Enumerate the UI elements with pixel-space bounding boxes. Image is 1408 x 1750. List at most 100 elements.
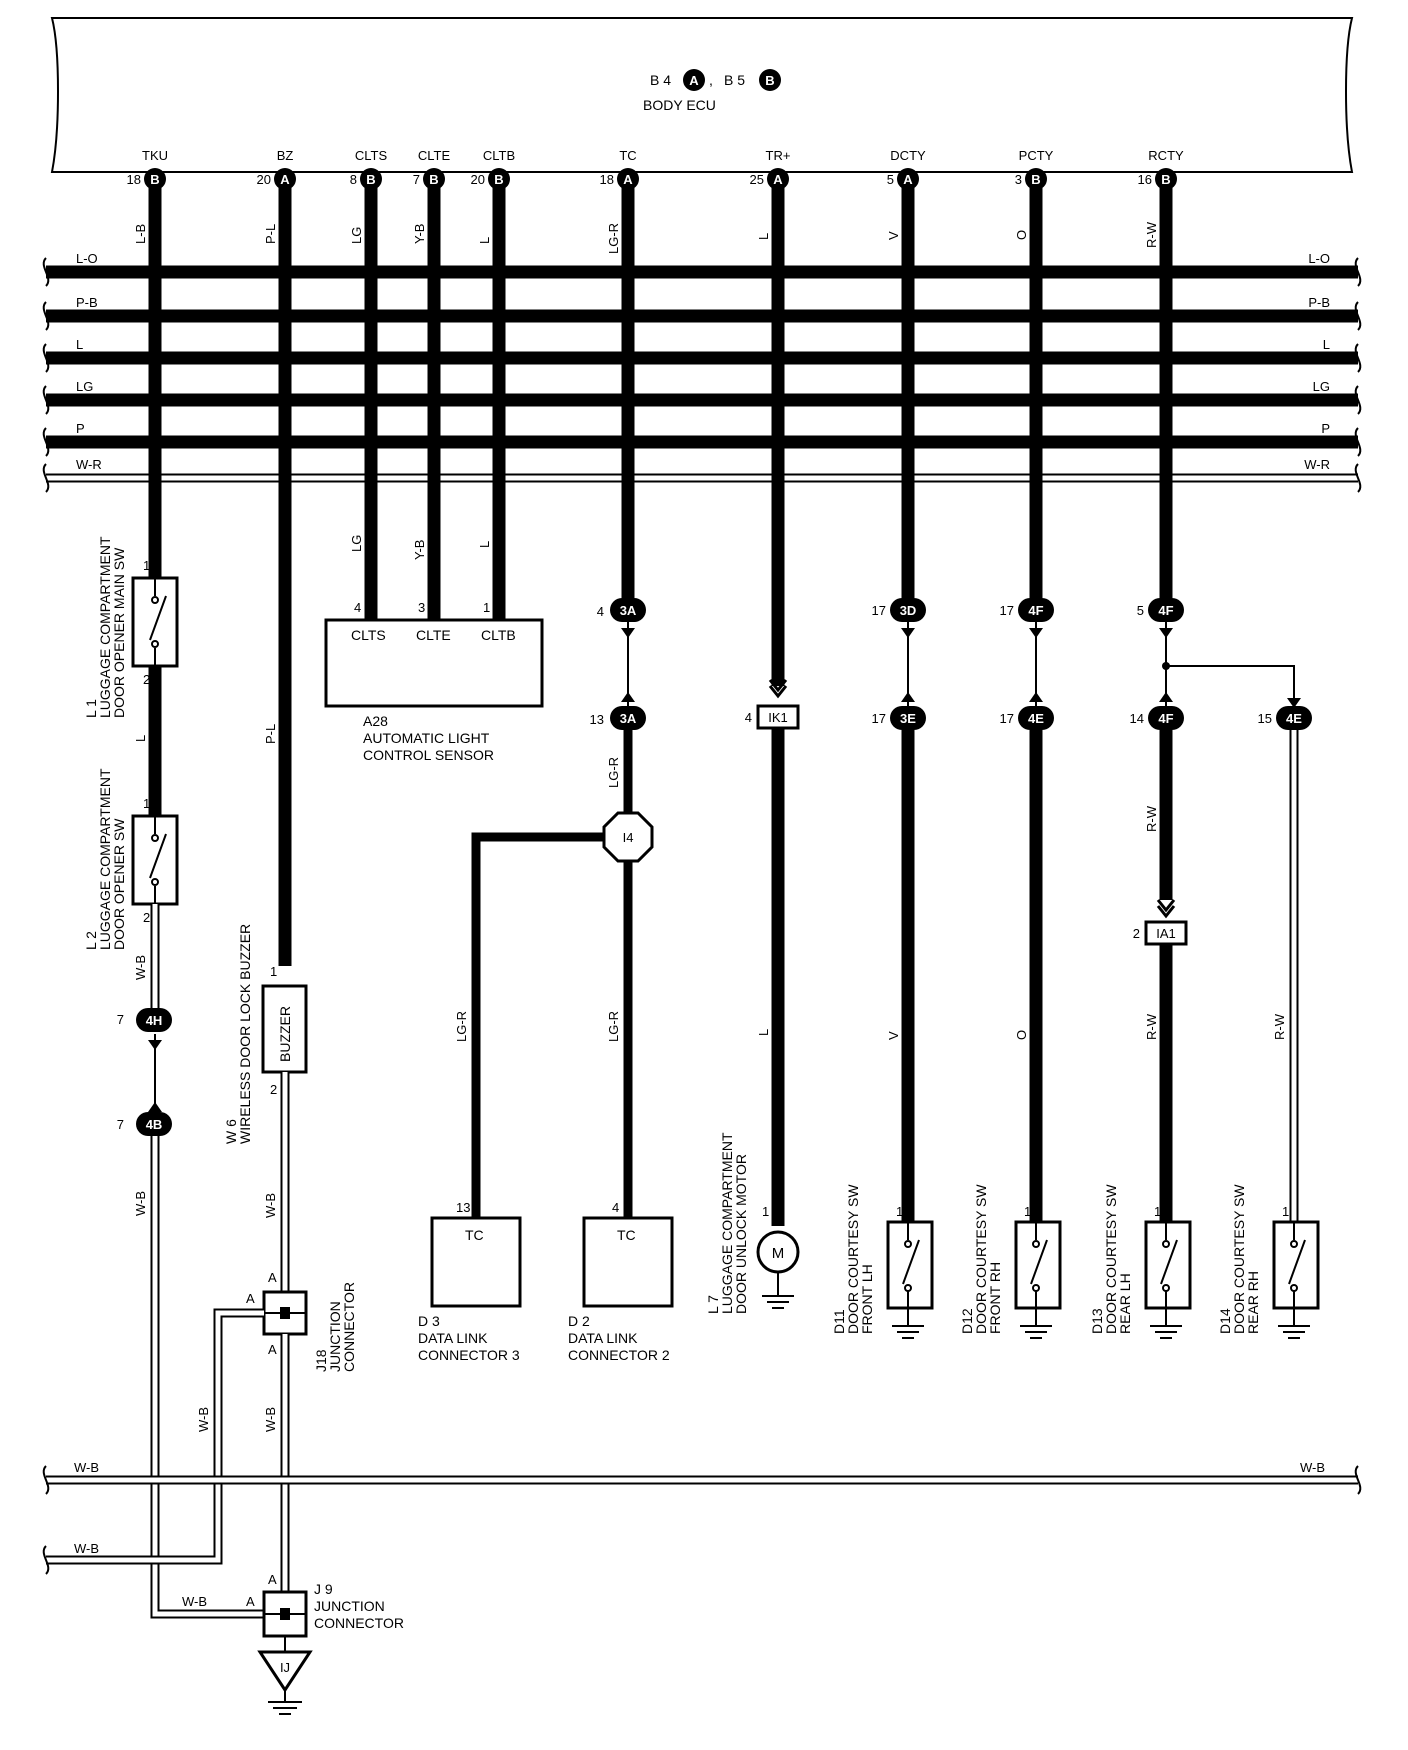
a28-pin-2: 3 (418, 600, 425, 615)
label-d11-wire: V (886, 1031, 901, 1040)
a28-id: A28 (363, 713, 388, 729)
label-a28-lg: LG (349, 535, 364, 552)
terminal-conn-7: A (903, 172, 913, 187)
label-w6-top: P-L (263, 724, 278, 744)
conn-3a-pin-bot: 13 (590, 712, 604, 727)
bus-label-left-4: P (76, 421, 85, 436)
conn-4e-8 (1276, 706, 1312, 730)
l2-name-1: LUGGAGE COMPARTMENT (97, 768, 113, 950)
terminal-conn-4: B (494, 172, 503, 187)
l1-id: L 1 (83, 699, 99, 718)
l2-pin-bot: 2 (143, 910, 150, 925)
d13-id: D13 (1089, 1308, 1105, 1334)
terminal-conn-3: B (429, 172, 438, 187)
conn-3a-top-id: 3A (620, 603, 637, 618)
d13-name-2: REAR LH (1117, 1273, 1133, 1334)
conn-pin-7: 14 (1130, 711, 1144, 726)
terminal-pin-5: 18 (600, 172, 614, 187)
d12-box (1014, 1220, 1062, 1310)
upper-wire-labels: L-B P-L LG Y-B L LG-R L V O R-W (133, 221, 1159, 254)
terminal-pin-1: 20 (257, 172, 271, 187)
ground-bus-label-left: W-B (74, 1460, 99, 1475)
label-j18-bottom: W-B (263, 1407, 278, 1432)
d3-name-2: CONNECTOR 3 (418, 1347, 520, 1363)
a28-term-1: CLTS (351, 627, 386, 643)
ia1-id: IA1 (1156, 926, 1176, 941)
bus-label-right-0: L-O (1308, 251, 1330, 266)
ia1-pin: 2 (1133, 926, 1140, 941)
ecu-id-1: B 4 (650, 72, 671, 88)
label-j9-left: W-B (182, 1594, 207, 1609)
l7-name-1: LUGGAGE COMPARTMENT (719, 1132, 735, 1314)
conn-pin-6: 5 (1137, 603, 1144, 618)
conn-pin-2: 17 (872, 603, 886, 618)
ecu-tag-b-circle (759, 69, 781, 91)
conn-pin-5: 17 (1000, 711, 1014, 726)
terminal-conn-9: B (1161, 172, 1170, 187)
d11-id: D11 (831, 1309, 847, 1334)
d14-name-1: DOOR COURTESY SW (1231, 1184, 1247, 1334)
terminal-pin-7: 5 (887, 172, 894, 187)
w6-pin-top: 1 (270, 964, 277, 979)
bus-label-left-1: P-B (76, 295, 98, 310)
l1-name-2: DOOR OPENER MAIN SW (111, 547, 127, 718)
l2-pin-top: 1 (143, 796, 150, 811)
j18-pin-bot: A (268, 1342, 277, 1357)
d11-pin: 1 (896, 1204, 903, 1219)
l1-name-1: LUGGAGE COMPARTMENT (97, 536, 113, 718)
ground-buses: W-B W-B W-B (42, 1460, 1362, 1575)
terminal-name-6: TR+ (766, 148, 791, 163)
label-dcty-wire: V (886, 231, 901, 240)
label-l1-between: L (133, 735, 148, 742)
j9-pin-left: A (246, 1594, 255, 1609)
terminal-conn-5: A (623, 172, 633, 187)
d14-id: D14 (1217, 1308, 1233, 1334)
l7-name-2: DOOR UNLOCK MOTOR (733, 1154, 749, 1314)
label-tr-wire: L (756, 233, 771, 240)
terminal-conn-2: B (366, 172, 375, 187)
bus-label-right-2: L (1323, 337, 1330, 352)
l2-switch: 1 2 L 2 LUGGAGE COMPARTMENT DOOR OPENER … (83, 768, 179, 1008)
terminal-name-7: DCTY (890, 148, 926, 163)
j18-pin-left: A (246, 1291, 255, 1306)
terminal-conn-6: A (773, 172, 783, 187)
conn-4f-4 (1018, 598, 1054, 622)
l7-id: L 7 (705, 1295, 721, 1314)
d3-term: TC (465, 1227, 484, 1243)
d3-name-1: DATA LINK (418, 1330, 488, 1346)
d11-name-2: FRONT LH (859, 1264, 875, 1334)
tc-branch: 4 3A 13 3A LG-R I4 LG-R LG-R 13 TC D 3 D… (418, 598, 674, 1363)
d2-term: TC (617, 1227, 636, 1243)
d12-pin: 1 (1024, 1204, 1031, 1219)
ecu-sep: , (709, 72, 713, 88)
conn-id-5: 4E (1028, 711, 1044, 726)
ground-bus-label-right: W-B (1300, 1460, 1325, 1475)
l1-pin-top: 1 (143, 558, 150, 573)
terminal-name-5: TC (619, 148, 636, 163)
a28-name-1: AUTOMATIC LIGHT (363, 730, 490, 746)
j18-pin-top: A (268, 1270, 277, 1285)
conn-4b-id: 4B (146, 1117, 163, 1132)
a28-pin-1: 4 (354, 600, 361, 615)
conn-3a-pin-top: 4 (597, 604, 604, 619)
l7-pin: 1 (762, 1204, 769, 1219)
w6-box (261, 984, 308, 1074)
ik1-id: IK1 (768, 710, 788, 725)
label-tc-wire: LG-R (606, 223, 621, 254)
ij-ground-triangle (257, 1650, 313, 1693)
terminal-name-2: CLTS (355, 148, 388, 163)
w6-pin-bot: 2 (270, 1082, 277, 1097)
terminal-name-0: TKU (142, 148, 168, 163)
a28-term-3: CLTB (481, 627, 516, 643)
label-d3-wire: LG-R (454, 1011, 469, 1042)
ecu-name: BODY ECU (643, 97, 716, 113)
label-j18-left: W-B (196, 1407, 211, 1432)
conn-3a-bot-id: 3A (620, 711, 637, 726)
label-tku-wire: L-B (133, 224, 148, 244)
conn-3d-2 (890, 598, 926, 622)
w6-id: W 6 (223, 1119, 239, 1144)
d12-id: D12 (959, 1308, 975, 1334)
label-d12-wire: O (1014, 1030, 1029, 1040)
